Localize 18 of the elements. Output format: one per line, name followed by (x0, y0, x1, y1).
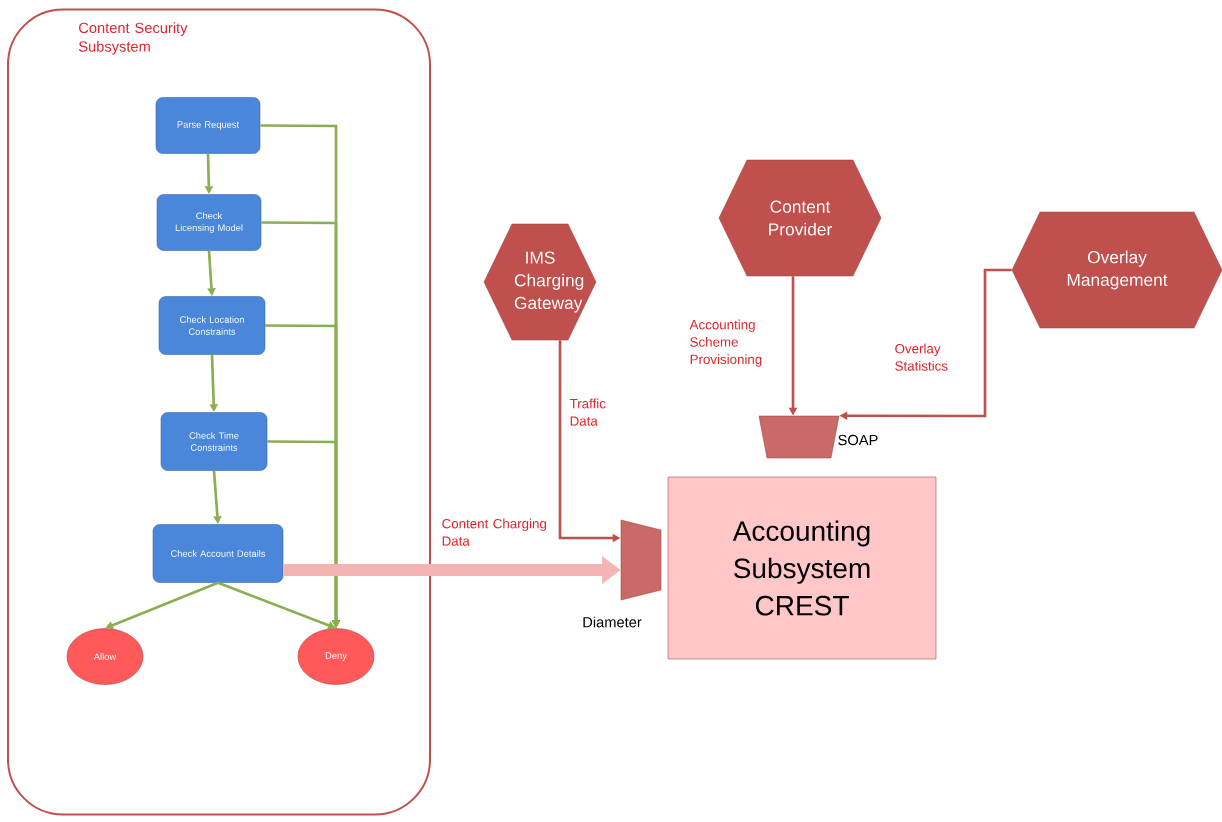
edge-label: Traffic Data (569, 398, 606, 426)
end-oval: Allow (66, 628, 144, 685)
end-oval: Deny (297, 628, 375, 685)
subsystem-box: Accounting Subsystem CREST (667, 476, 937, 660)
edge-label: Accounting Scheme Provisioning (689, 319, 762, 367)
frame-heading: Content Security Subsystem (78, 22, 188, 55)
interface-label: Diameter (583, 616, 642, 628)
process-box: Parse Request (155, 97, 261, 154)
system-hexagon: Overlay Management (1011, 211, 1222, 329)
interface-label: SOAP (838, 434, 878, 446)
system-hexagon: Content Provider (718, 159, 882, 277)
process-box: Check Location Constraints (158, 296, 266, 355)
process-box: Check Account Details (152, 524, 284, 583)
process-box: Check Time Constraints (160, 412, 268, 471)
edge-label: Overlay Statistics (895, 343, 948, 371)
edge-label: Content Charging Data (442, 518, 546, 546)
system-hexagon: IMS Charging Gateway (483, 223, 597, 341)
process-box: Check Licensing Model (156, 194, 262, 251)
